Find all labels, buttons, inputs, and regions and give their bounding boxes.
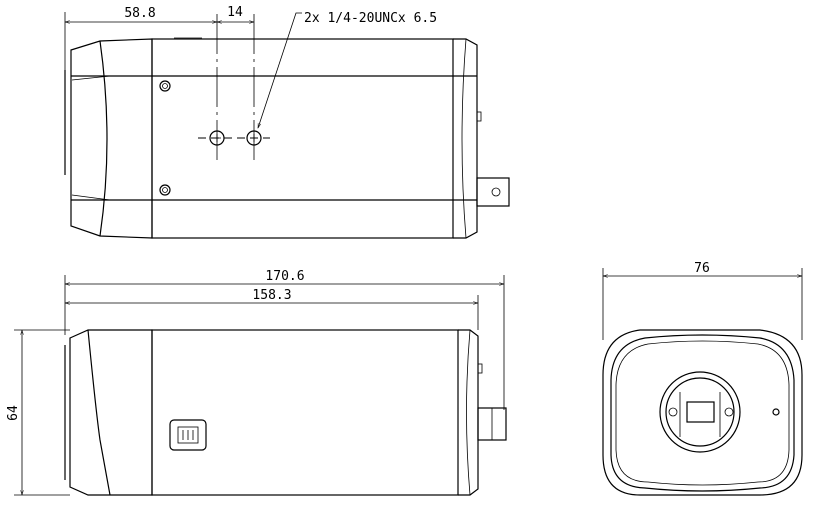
- dim-label-76: 76: [694, 261, 710, 276]
- screw-icon: [159, 184, 171, 196]
- mount-hole-icon: [209, 130, 225, 146]
- dim-label-58-8: 58.8: [124, 6, 155, 21]
- thread-callout-label: 2x 1/4-20UNCx 6.5: [304, 11, 437, 26]
- dim-label-170-6: 170.6: [265, 269, 304, 284]
- thread-leader-line: [257, 12, 302, 128]
- lens-mount-icon: [659, 371, 741, 453]
- dim-label-64: 64: [6, 405, 21, 421]
- side-view: 170.6 158.3 64: [6, 269, 507, 495]
- bnc-connector-icon: [476, 177, 510, 207]
- mount-hole-icon: [246, 130, 262, 146]
- dip-switch-icon: [169, 419, 207, 451]
- top-view: 58.8 14 2x 1/4-20UNCx 6.5: [65, 5, 510, 239]
- dim-label-158-3: 158.3: [252, 288, 291, 303]
- screw-icon: [159, 80, 171, 92]
- front-view: 76: [603, 261, 802, 496]
- dim-label-14: 14: [227, 5, 243, 20]
